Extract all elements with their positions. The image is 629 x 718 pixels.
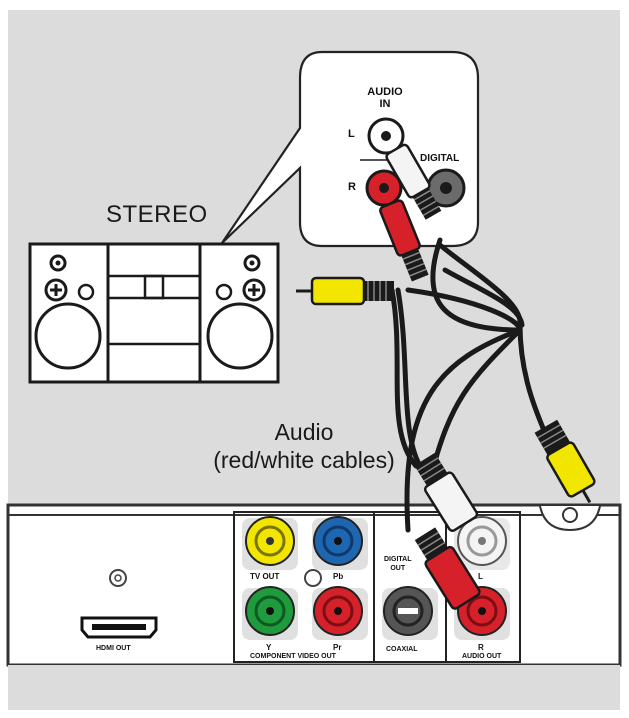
red-plug-panel xyxy=(414,527,481,610)
coaxial-jack xyxy=(382,586,438,640)
stereo-label: STEREO xyxy=(106,201,208,228)
audio-out-r-label: R xyxy=(478,643,484,652)
tv-out-label: TV OUT xyxy=(250,572,280,581)
pb-label: Pb xyxy=(333,572,344,581)
yellow-plug-free xyxy=(296,276,394,306)
yellow-plug-dangling xyxy=(534,419,596,504)
hdmi-out-port xyxy=(80,569,158,639)
coaxial-label: COAXIAL xyxy=(386,646,418,653)
audio-cable-label: Audio (red/white cables) xyxy=(184,418,424,474)
digital-out-label-line2: OUT xyxy=(390,565,406,572)
audio-out-l-white-jack xyxy=(454,516,510,570)
jack-r-label: R xyxy=(348,181,356,193)
audio-in-l-jack xyxy=(367,117,405,155)
tv-out-yellow-jack xyxy=(242,516,298,570)
jack-l-label: L xyxy=(348,128,355,140)
audio-in-label-line1: AUDIO xyxy=(367,86,403,98)
digital-out-label: DIGITAL OUT xyxy=(384,555,411,573)
digital-out-label-line1: DIGITAL xyxy=(384,556,412,563)
digital-in-label: DIGITAL xyxy=(420,153,460,164)
audio-cable-label-line2: (red/white cables) xyxy=(213,447,395,473)
audio-in-r-jack xyxy=(365,169,403,207)
audio-in-label-line2: IN xyxy=(379,98,391,110)
y-green-jack xyxy=(242,586,298,640)
hdmi-out-label: HDMI OUT xyxy=(96,645,131,652)
white-plug-stereo xyxy=(385,143,442,220)
audio-in-label: AUDIO IN xyxy=(360,86,410,110)
component-video-out-label: COMPONENT VIDEO OUT xyxy=(250,653,336,660)
audio-out-l-label: L xyxy=(478,572,483,581)
pb-blue-jack xyxy=(312,516,368,570)
y-label: Y xyxy=(266,643,272,652)
device-bottom-surface xyxy=(8,665,620,710)
pr-red-jack xyxy=(312,586,368,640)
audio-out-label: AUDIO OUT xyxy=(462,653,502,660)
pr-label: Pr xyxy=(333,643,342,652)
red-plug-stereo xyxy=(379,199,429,282)
white-plug-panel xyxy=(414,452,479,532)
small-white-jack xyxy=(304,569,322,587)
stereo-system xyxy=(28,242,280,384)
audio-cable-label-line1: Audio xyxy=(274,419,334,445)
cable-wires xyxy=(389,237,551,533)
